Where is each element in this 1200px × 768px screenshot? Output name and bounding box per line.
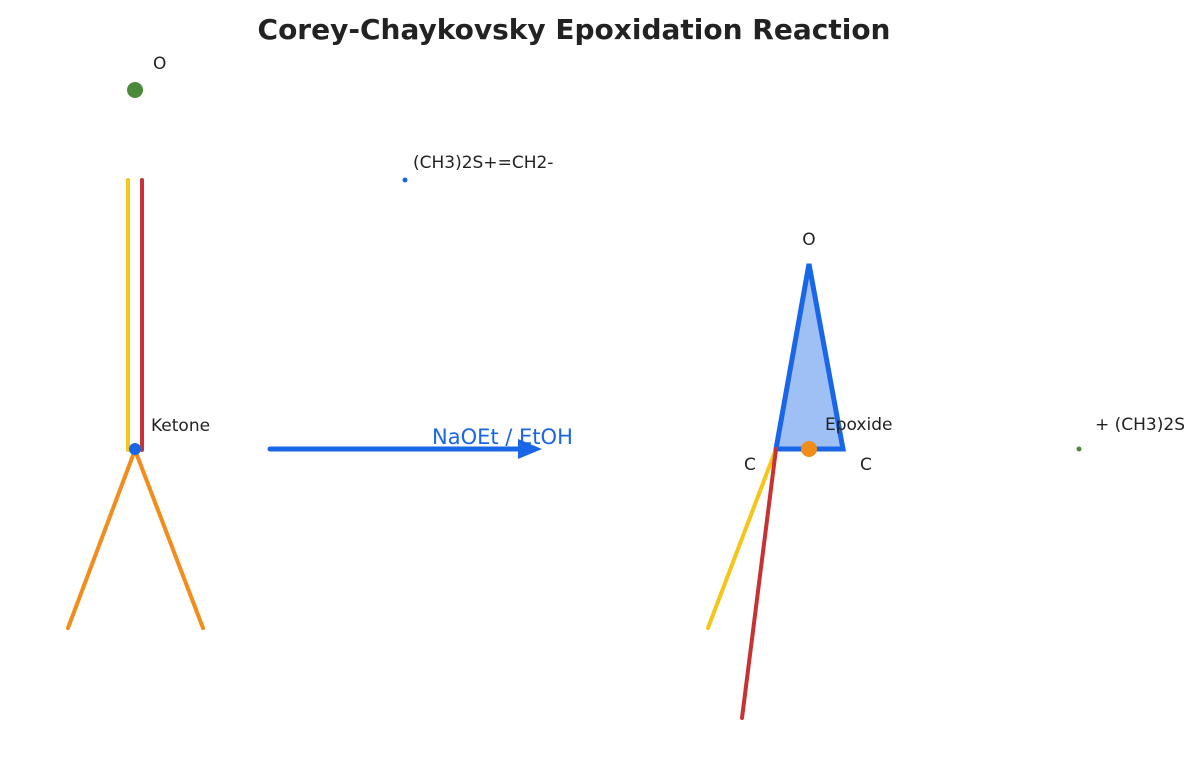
conditions-label: NaOEt / EtOH [432,425,573,449]
epoxide-carbon-right-label: C [860,455,872,475]
byproduct-marker [1076,446,1082,452]
epoxide-bond-yellow [706,447,778,630]
ketone-carbon-atom [129,443,141,455]
epoxide-label: Epoxide [825,415,892,435]
reaction-arrowhead [518,439,542,459]
ketone-oxygen-atom [127,82,143,98]
epoxide-center-atom [801,441,817,457]
ketone-bond-left [66,448,137,630]
epoxide-bond-red [740,447,778,720]
epoxide-carbon-left-label: C [744,455,756,475]
ylide-label: (CH3)2S+=CH2- [413,153,553,173]
ketone-label: Ketone [151,416,210,436]
ketone-bond-right [133,448,205,630]
epoxide-oxygen-label: O [802,230,815,250]
diagram-title: Corey-Chaykovsky Epoxidation Reaction [258,13,891,46]
ketone-oxygen-label: O [153,54,166,74]
byproduct-label: + (CH3)2S [1095,415,1185,435]
ylide-marker [402,177,408,183]
